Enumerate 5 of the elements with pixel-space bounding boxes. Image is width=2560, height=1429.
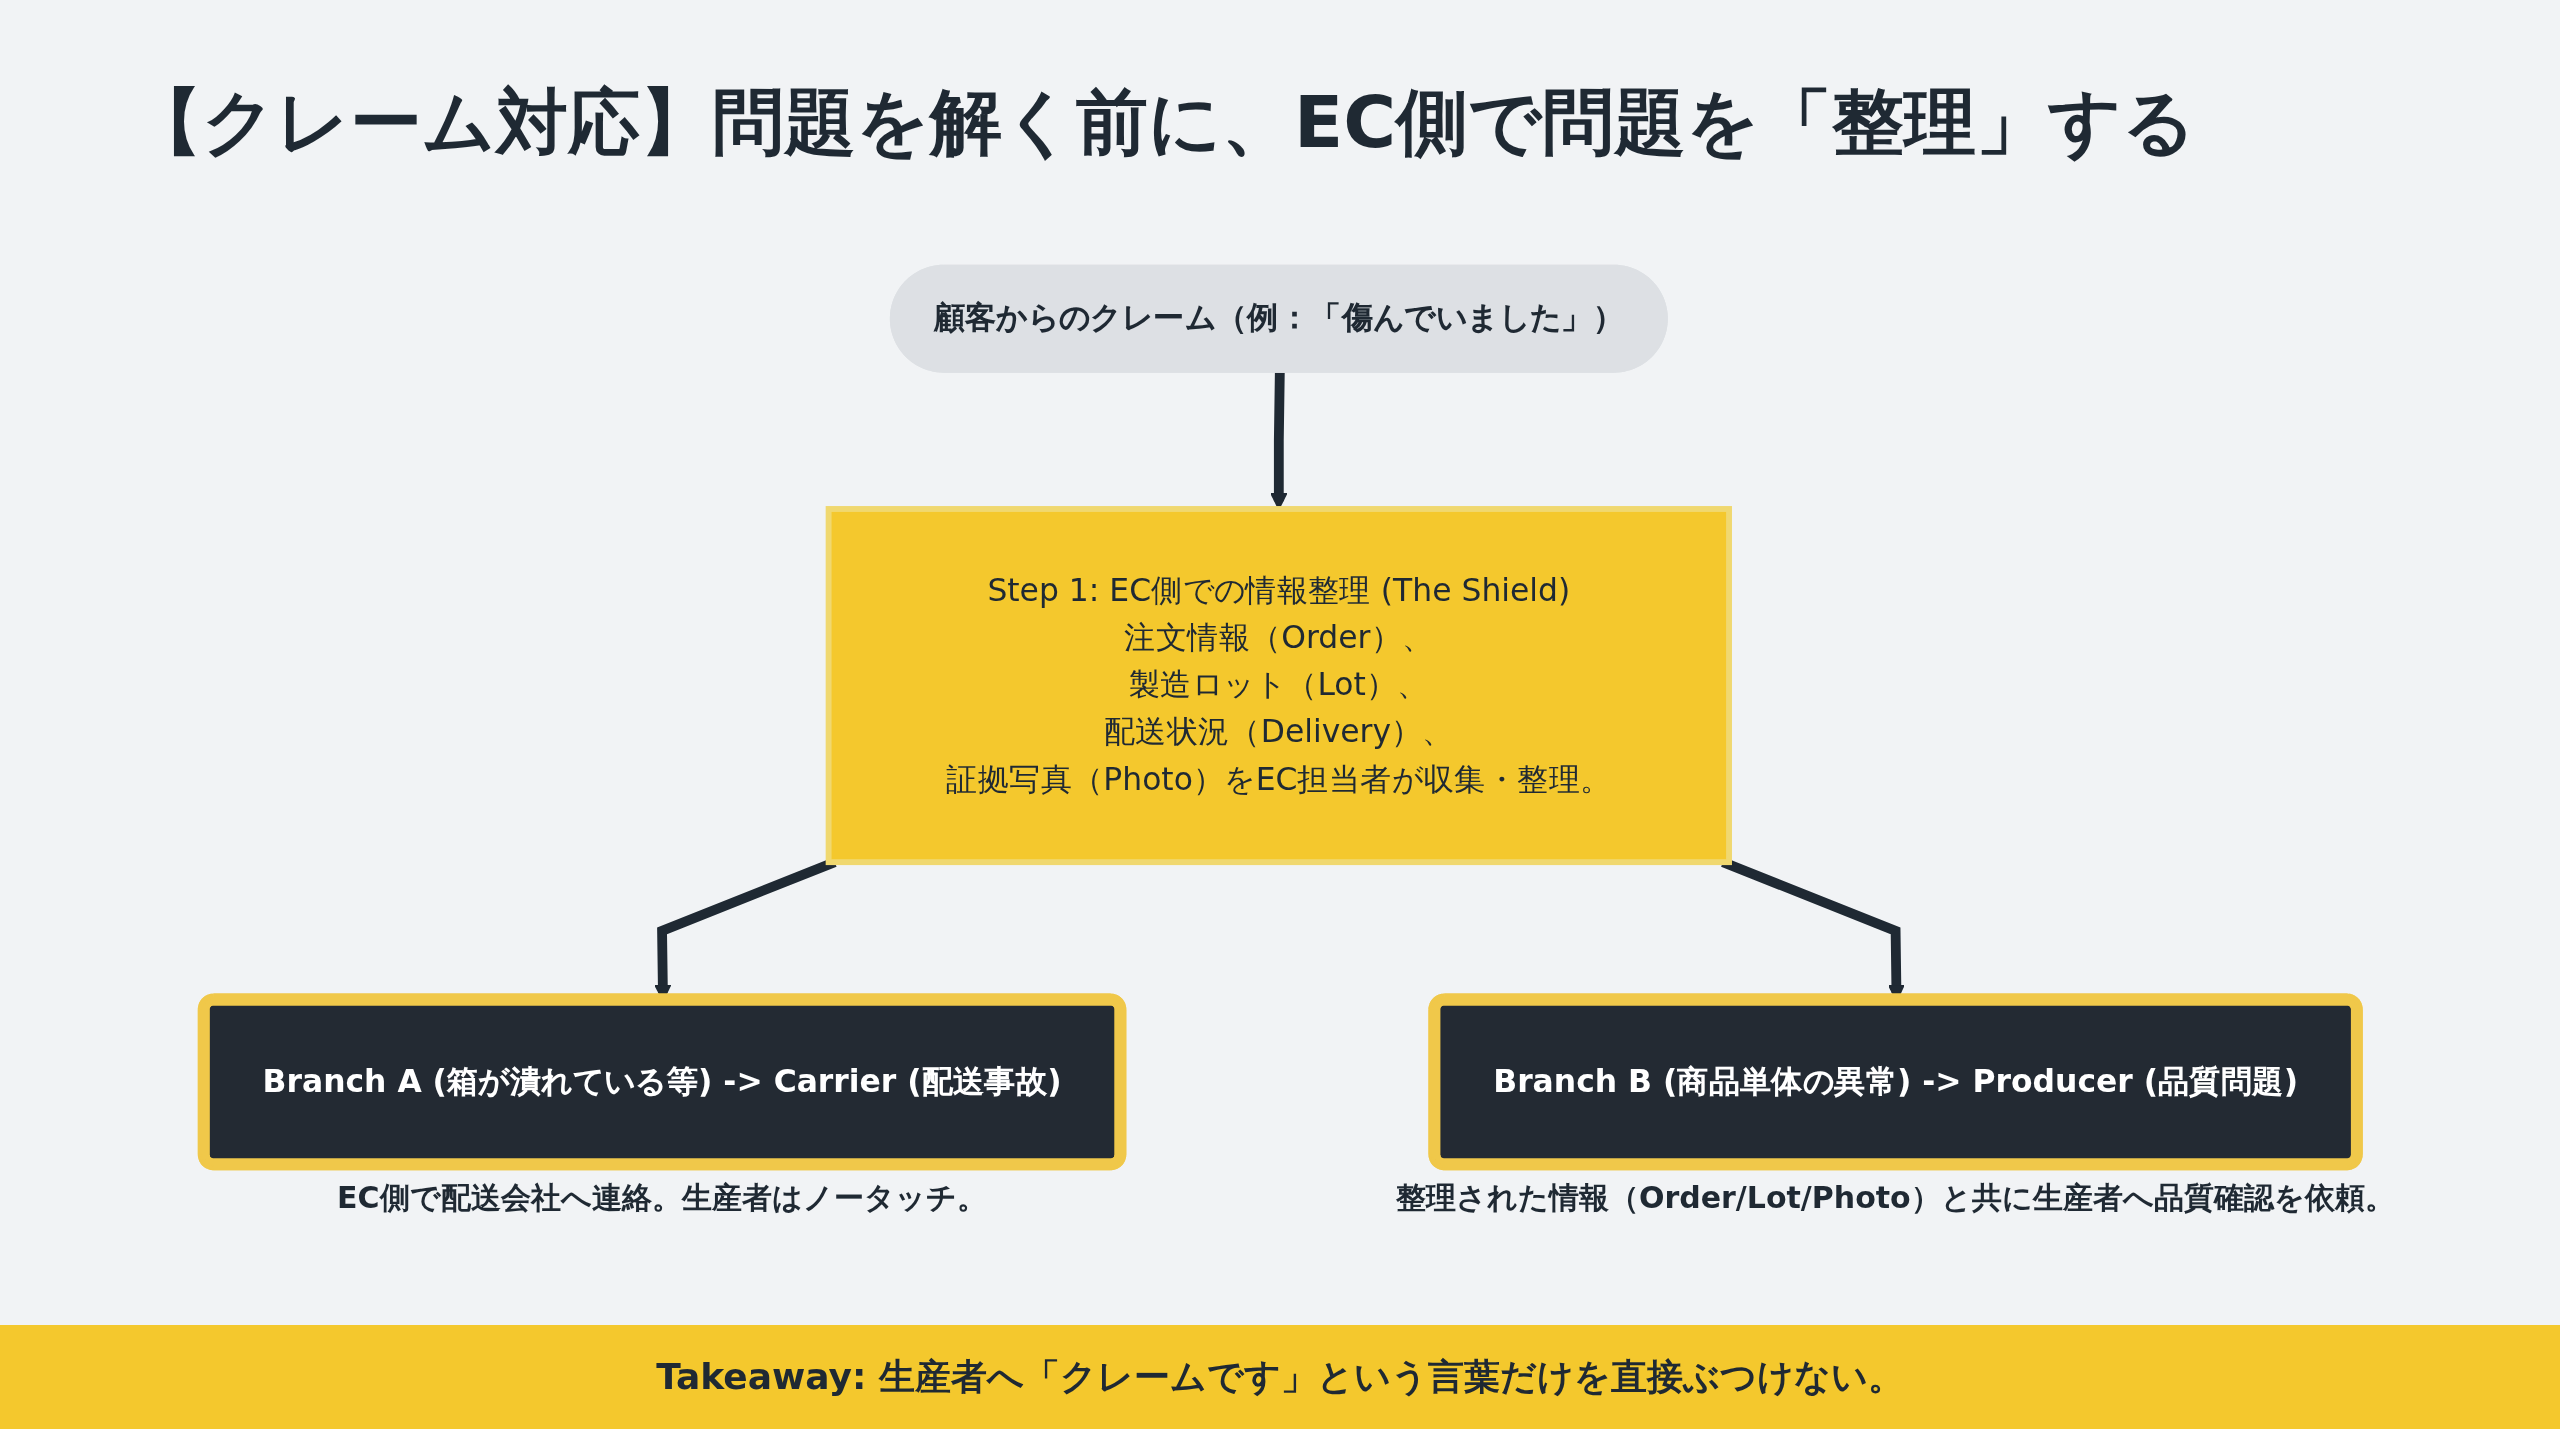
caption: Takeaway: 生産者へ「クレームです」という言葉だけを直接ぶつけない。	[656, 1354, 1904, 1399]
note-text: EC側で配送会社へ連絡。生産者はノータッチ。	[337, 1179, 987, 1218]
node-box: Step 1: EC側での情報整理 (The Shield) 注文情報（Order）、 製造ロット（Lot）、 配送状況（Delivery）、 証拠写真（Photo）をEC担当者が収集・整理。	[825, 506, 1732, 866]
title: 【クレーム対応】問題を解く前に、EC側で問題を「整理」する	[130, 79, 2197, 166]
note-text: 整理された情報（Order/Lot/Photo）と共に生産者へ品質確認を依頼。	[1395, 1179, 2395, 1218]
